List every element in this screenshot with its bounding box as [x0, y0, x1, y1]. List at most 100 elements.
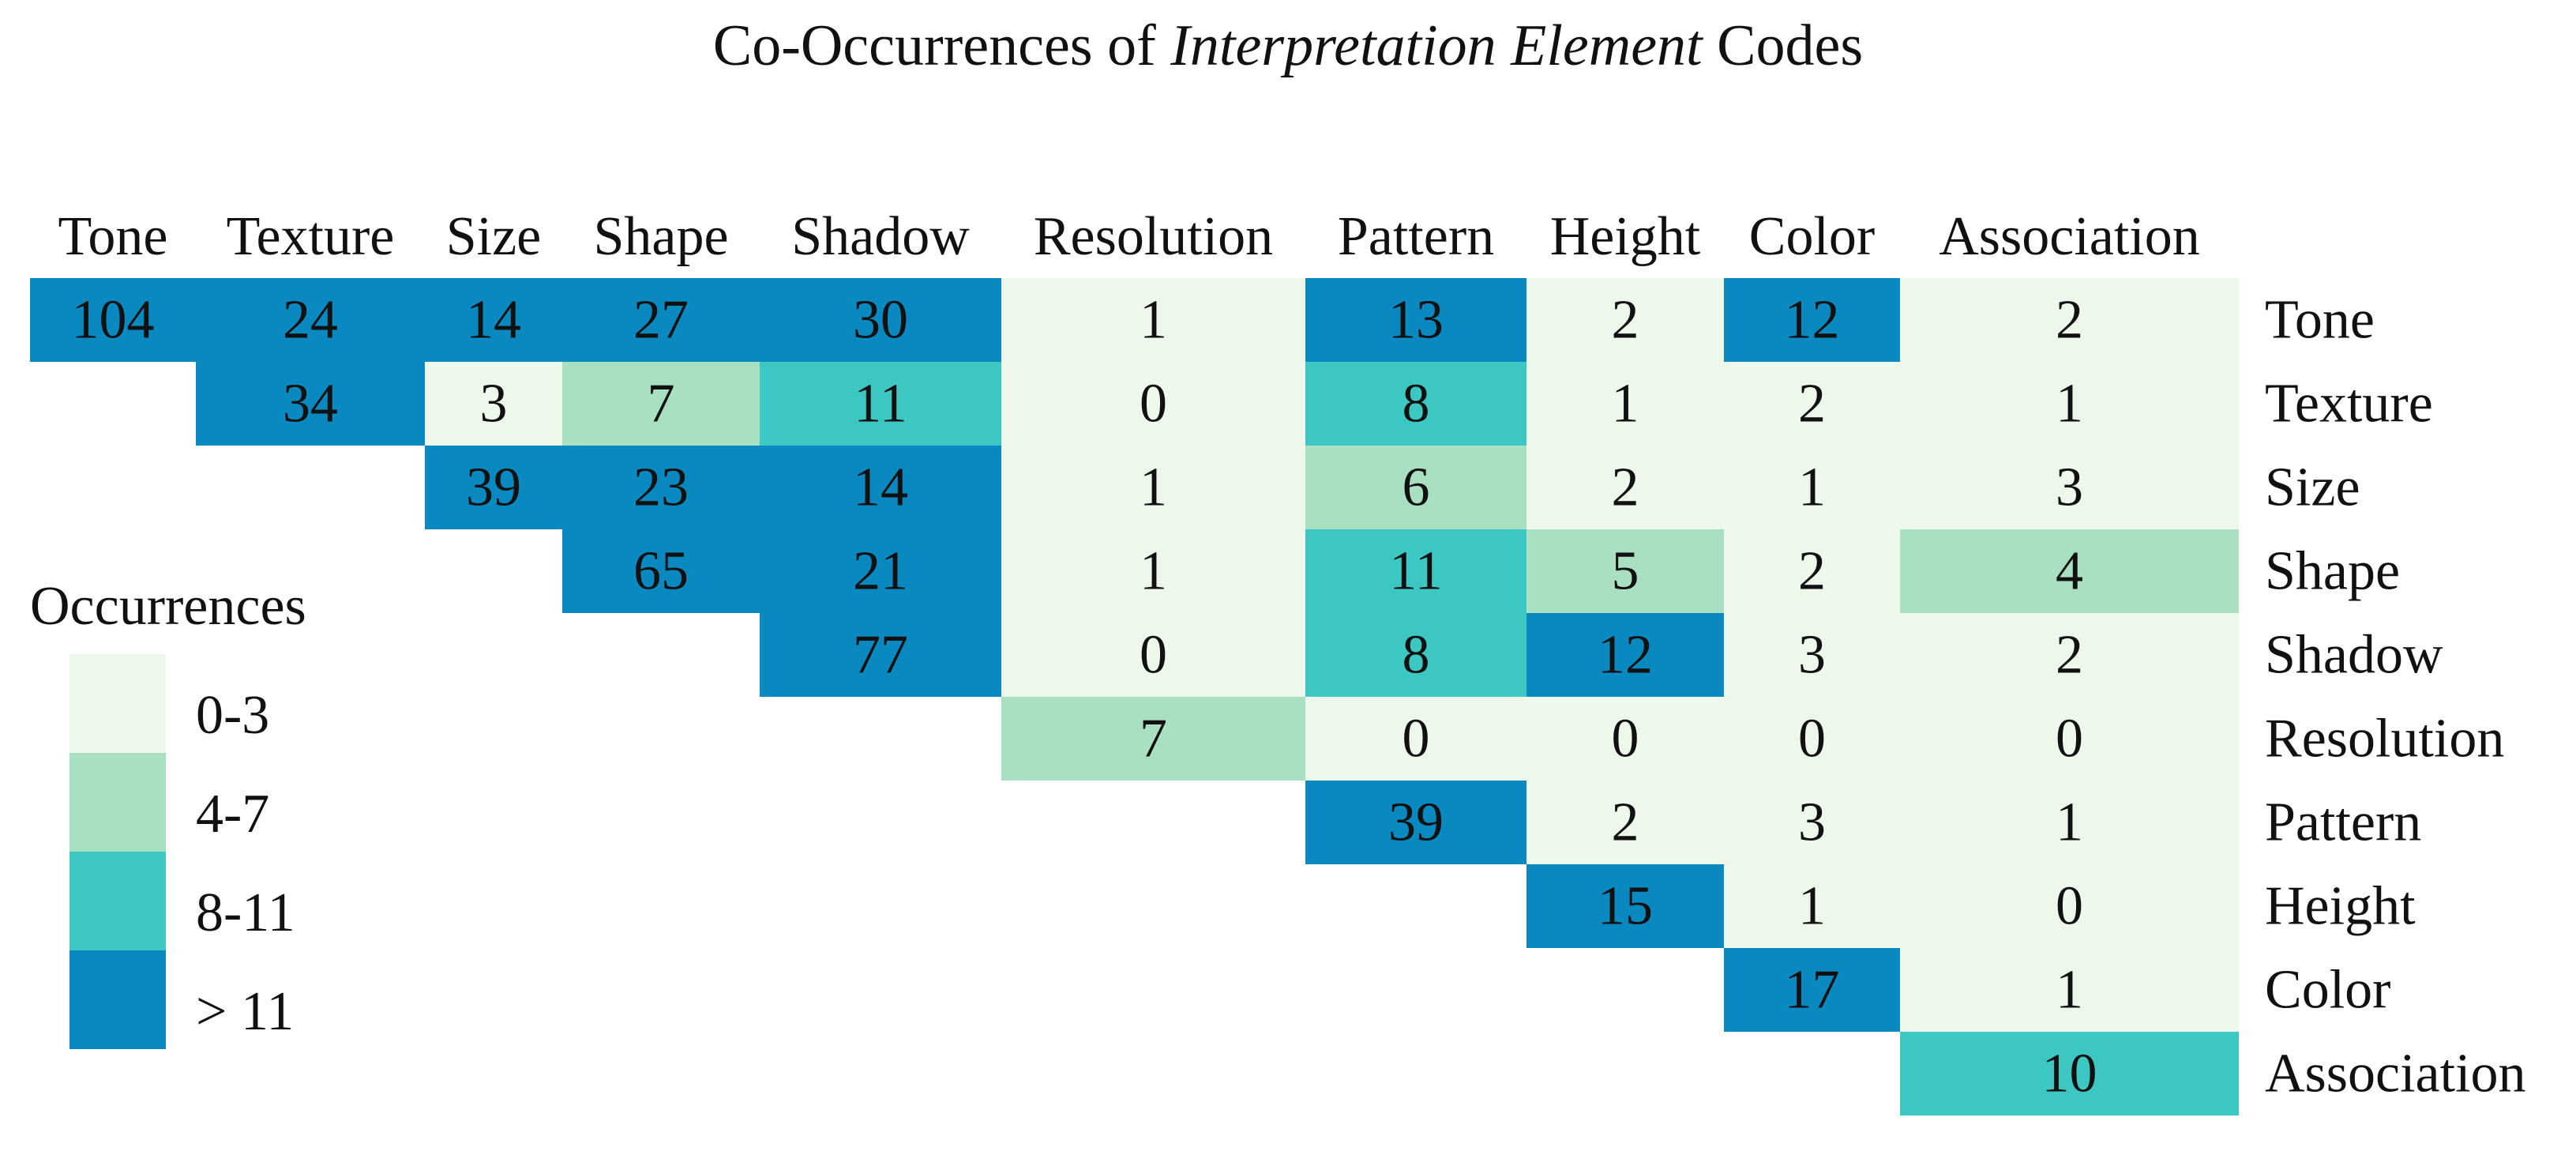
- legend-label-1: 0-3: [196, 685, 269, 746]
- cell-shadow-color-label: 3: [1798, 625, 1826, 686]
- cell-height-association: [1900, 864, 2239, 948]
- cell-texture-shape: [562, 362, 760, 446]
- cell-pattern-height-label: 2: [1612, 792, 1639, 853]
- column-label-resolution: Resolution: [1034, 206, 1273, 267]
- cell-association-association: [1900, 1032, 2239, 1115]
- cell-tone-tone-label: 104: [72, 290, 155, 351]
- cell-resolution-color-label: 0: [1798, 709, 1826, 769]
- cell-size-height: [1526, 446, 1724, 529]
- cell-tone-resolution: [1001, 278, 1305, 362]
- cell-shape-color-label: 2: [1798, 541, 1826, 602]
- cell-shape-association: [1900, 529, 2239, 613]
- title-part-1: Co-Occurrences of: [712, 13, 1171, 78]
- cell-shadow-shadow-label: 77: [853, 625, 908, 686]
- cell-tone-shape-label: 27: [633, 290, 689, 351]
- cell-size-height-label: 2: [1612, 457, 1639, 518]
- cell-shape-color: [1724, 529, 1900, 613]
- row-label-resolution: Resolution: [2265, 709, 2504, 769]
- cell-texture-pattern: [1305, 362, 1526, 446]
- cell-texture-shadow: [760, 362, 1001, 446]
- cell-resolution-pattern: [1305, 697, 1526, 781]
- cell-size-association-label: 3: [2056, 457, 2083, 518]
- cell-height-association-label: 0: [2056, 876, 2083, 937]
- cell-texture-association-label: 1: [2056, 374, 2083, 435]
- cell-shadow-resolution-label: 0: [1140, 625, 1167, 686]
- cell-tone-texture-label: 24: [283, 290, 338, 351]
- row-label-shadow: Shadow: [2265, 625, 2443, 686]
- legend-title: Occurrences: [30, 576, 306, 637]
- cell-size-size-label: 39: [466, 457, 521, 518]
- row-label-height: Height: [2265, 876, 2416, 937]
- title-part-2: Interpretation Element: [1170, 13, 1703, 78]
- cell-resolution-color: [1724, 697, 1900, 781]
- row-label-size: Size: [2265, 457, 2360, 518]
- cell-tone-resolution-label: 1: [1140, 290, 1167, 351]
- cell-resolution-height-label: 0: [1612, 709, 1639, 769]
- cell-resolution-resolution: [1001, 697, 1305, 781]
- cell-shape-shadow-label: 21: [853, 541, 908, 602]
- cell-texture-size-label: 3: [480, 374, 508, 435]
- row-label-pattern: Pattern: [2265, 792, 2421, 853]
- cell-tone-height-label: 2: [1612, 290, 1639, 351]
- cell-pattern-association: [1900, 781, 2239, 864]
- legend-swatch-4: [69, 950, 166, 1049]
- cell-shadow-association-label: 2: [2056, 625, 2083, 686]
- cell-shape-shape-label: 65: [633, 541, 689, 602]
- cell-shadow-pattern-label: 8: [1403, 625, 1430, 686]
- cell-size-pattern: [1305, 446, 1526, 529]
- legend-label-2: 4-7: [196, 784, 269, 845]
- cell-color-color-label: 17: [1785, 960, 1840, 1021]
- cell-height-height-label: 15: [1598, 876, 1653, 937]
- cell-shadow-association: [1900, 613, 2239, 697]
- column-label-shape: Shape: [593, 206, 728, 267]
- cell-tone-association: [1900, 278, 2239, 362]
- chart-title: Co-Occurrences of Interpretation Element…: [0, 6, 2576, 85]
- cell-resolution-association: [1900, 697, 2239, 781]
- cell-pattern-pattern: [1305, 781, 1526, 864]
- cell-tone-size: [425, 278, 562, 362]
- row-labels: ToneTextureSizeShapeShadowResolutionPatt…: [2265, 290, 2526, 1104]
- cell-pattern-color: [1724, 781, 1900, 864]
- row-label-shape: Shape: [2265, 541, 2400, 602]
- cell-size-color-label: 1: [1798, 457, 1826, 518]
- cell-size-resolution: [1001, 446, 1305, 529]
- cell-resolution-association-label: 0: [2056, 709, 2083, 769]
- cell-tone-color-label: 12: [1785, 290, 1840, 351]
- cell-texture-color: [1724, 362, 1900, 446]
- cell-tone-height: [1526, 278, 1724, 362]
- cell-color-color: [1724, 948, 1900, 1032]
- column-label-shadow: Shadow: [791, 206, 970, 267]
- cell-tone-tone: [30, 278, 196, 362]
- cell-tone-shadow-label: 30: [853, 290, 908, 351]
- cell-shadow-pattern: [1305, 613, 1526, 697]
- legend-swatch-3: [69, 852, 166, 950]
- cell-color-association-label: 1: [2056, 960, 2083, 1021]
- cell-pattern-color-label: 3: [1798, 792, 1826, 853]
- cell-shape-association-label: 4: [2056, 541, 2083, 602]
- column-label-height: Height: [1550, 206, 1701, 267]
- cell-texture-size: [425, 362, 562, 446]
- cell-texture-height: [1526, 362, 1724, 446]
- cell-pattern-pattern-label: 39: [1388, 792, 1444, 853]
- cell-size-shape-label: 23: [633, 457, 689, 518]
- cell-tone-pattern: [1305, 278, 1526, 362]
- cell-size-resolution-label: 1: [1140, 457, 1167, 518]
- cell-shape-pattern: [1305, 529, 1526, 613]
- cell-texture-resolution: [1001, 362, 1305, 446]
- row-label-color: Color: [2265, 960, 2390, 1021]
- cell-pattern-association-label: 1: [2056, 792, 2083, 853]
- cell-size-shape: [562, 446, 760, 529]
- cell-shape-resolution: [1001, 529, 1305, 613]
- column-label-color: Color: [1749, 206, 1875, 267]
- legend-swatch-2: [69, 753, 166, 852]
- cell-texture-pattern-label: 8: [1403, 374, 1430, 435]
- cell-shape-shape: [562, 529, 760, 613]
- cell-shadow-height: [1526, 613, 1724, 697]
- cell-size-pattern-label: 6: [1403, 457, 1430, 518]
- cell-texture-color-label: 2: [1798, 374, 1826, 435]
- cell-height-color-label: 1: [1798, 876, 1826, 937]
- cell-tone-shadow: [760, 278, 1001, 362]
- cell-size-shadow-label: 14: [853, 457, 908, 518]
